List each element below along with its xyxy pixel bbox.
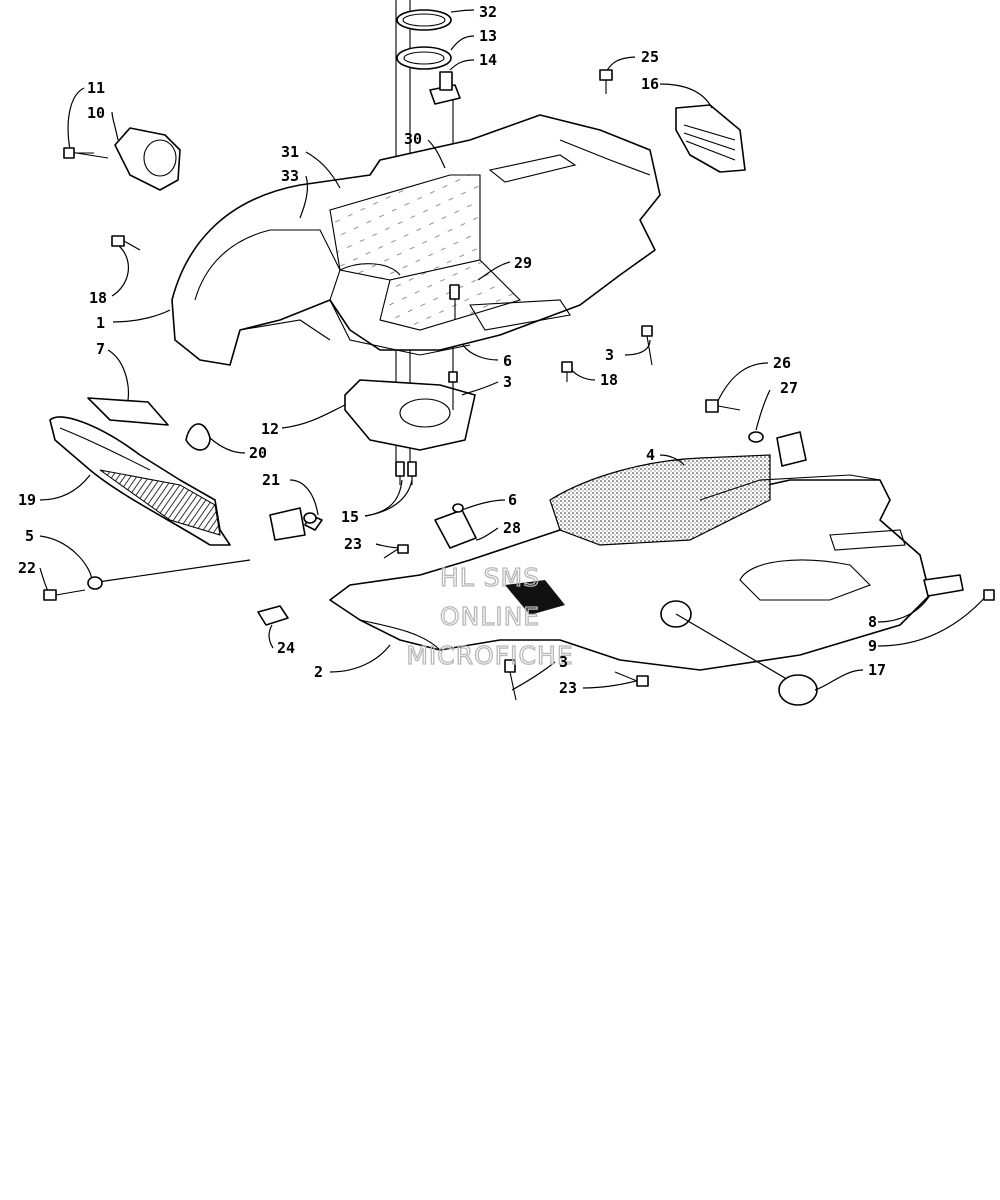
callout-2: 2 [314, 663, 323, 681]
watermark-line-3: MICROFICHE [406, 641, 573, 670]
fasteners [43, 69, 995, 701]
callout-3-bottom: 3 [559, 653, 568, 671]
callout-labels: 32 13 14 25 16 11 10 30 31 33 29 18 1 6 … [18, 3, 886, 697]
callout-14: 14 [479, 51, 497, 69]
callout-19: 19 [18, 491, 36, 509]
callout-1: 1 [96, 314, 105, 332]
callout-11: 11 [87, 79, 105, 97]
callout-3-middle: 3 [503, 373, 512, 391]
callout-33: 33 [281, 167, 299, 185]
callout-23-lower: 23 [559, 679, 577, 697]
watermark: HL SMS ONLINE MICROFICHE [406, 562, 574, 670]
callout-13: 13 [479, 27, 497, 45]
upper-belly-pan-part [171, 114, 661, 366]
callout-6-upper: 6 [503, 352, 512, 370]
callout-20: 20 [249, 444, 267, 462]
callout-7: 7 [96, 340, 105, 358]
callout-24: 24 [277, 639, 295, 657]
callout-10: 10 [87, 104, 105, 122]
callout-4: 4 [646, 446, 655, 464]
console-vent-part [675, 104, 746, 173]
callout-26: 26 [773, 354, 791, 372]
drain-plug-part [778, 674, 818, 706]
callout-28: 28 [503, 519, 521, 537]
watermark-line-1: HL SMS [440, 563, 540, 592]
callout-8: 8 [868, 613, 877, 631]
callout-16: 16 [641, 75, 659, 93]
gasket-rings-part [396, 9, 461, 105]
callout-9: 9 [868, 637, 877, 655]
leader-lines [39, 9, 989, 691]
callout-21: 21 [262, 471, 280, 489]
callout-29: 29 [514, 254, 532, 272]
callout-27: 27 [780, 379, 798, 397]
callout-30: 30 [404, 130, 422, 148]
callout-12: 12 [261, 420, 279, 438]
mount-bracket-part [69, 127, 181, 191]
callout-22: 22 [18, 559, 36, 577]
callout-32: 32 [479, 3, 497, 21]
watermark-line-2: ONLINE [440, 602, 540, 631]
callout-25: 25 [641, 48, 659, 66]
callout-23-upper: 23 [344, 535, 362, 553]
callout-18-lower: 18 [600, 371, 618, 389]
callout-17: 17 [868, 661, 886, 679]
callout-5: 5 [25, 527, 34, 545]
front-bumper-part [49, 416, 231, 546]
callout-3-right: 3 [605, 346, 614, 364]
callout-31: 31 [281, 143, 299, 161]
callout-18-upper: 18 [89, 289, 107, 307]
callout-15: 15 [341, 508, 359, 526]
lower-belly-pan-part [329, 454, 964, 671]
cover-plate-part [344, 379, 476, 451]
callout-6-lower: 6 [508, 491, 517, 509]
